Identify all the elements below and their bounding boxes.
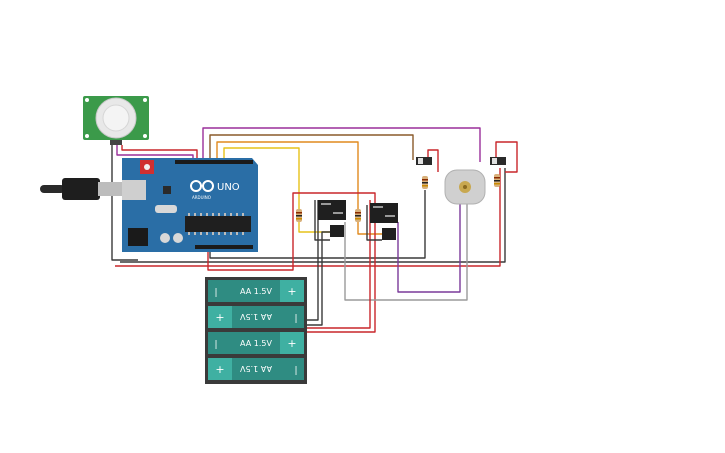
wire-relay-black-left[interactable] xyxy=(314,200,330,241)
pir-mount-hole xyxy=(85,98,89,102)
battery-positive-terminal xyxy=(280,332,304,354)
arduino-crystal xyxy=(155,205,177,213)
resistor-1[interactable] xyxy=(296,209,302,222)
usb-cable[interactable] xyxy=(40,178,122,200)
battery-positive-terminal xyxy=(208,358,232,380)
resistor-2[interactable] xyxy=(355,209,361,222)
arduino-brand-text: ARDUINO xyxy=(192,195,211,200)
analog-header[interactable] xyxy=(195,245,253,249)
minus-icon: | xyxy=(294,314,297,324)
wire-purple-top[interactable] xyxy=(202,127,481,162)
minus-icon: | xyxy=(214,288,217,298)
wire-yellow-2[interactable] xyxy=(298,222,330,233)
arduino-logo-icon xyxy=(190,180,214,192)
reset-icon xyxy=(144,164,150,170)
minus-icon: | xyxy=(294,366,297,376)
arduino-capacitor xyxy=(160,233,170,243)
wire-red-bus[interactable] xyxy=(115,168,501,267)
pir-pins xyxy=(110,140,122,145)
digital-header[interactable] xyxy=(175,160,253,164)
battery-cells: + | AA 1.5V + | AA 1.5V + | AA 1.5V + | AA 1.5V xyxy=(208,280,304,380)
relay-right[interactable] xyxy=(370,203,398,240)
wire-red-left-switch[interactable] xyxy=(427,149,439,172)
resistor-4[interactable] xyxy=(494,174,500,187)
relay-transistor xyxy=(330,225,344,237)
switch-body xyxy=(416,157,432,165)
plus-icon: + xyxy=(215,311,224,324)
usb-connector-icon xyxy=(98,182,122,196)
arduino-capacitor xyxy=(173,233,183,243)
usb-cable-wire xyxy=(40,185,65,193)
relay-transistor xyxy=(382,228,396,240)
switch-right[interactable] xyxy=(490,157,506,165)
pir-mount-hole xyxy=(85,134,89,138)
minus-icon: | xyxy=(214,340,217,350)
wire-black-bus[interactable] xyxy=(120,168,506,263)
resistor-3[interactable] xyxy=(422,176,428,189)
wire-red-loop-left[interactable] xyxy=(207,192,376,333)
battery-cell: + | AA 1.5V xyxy=(208,332,304,354)
pir-mount-hole xyxy=(143,134,147,138)
switch-body xyxy=(490,157,506,165)
chip-pins xyxy=(188,213,244,235)
battery-cell: + | AA 1.5V xyxy=(208,280,304,302)
battery-positive-terminal xyxy=(280,280,304,302)
battery-positive-terminal xyxy=(208,306,232,328)
plus-icon: + xyxy=(287,285,296,298)
plus-icon: + xyxy=(287,337,296,350)
usb-plug xyxy=(62,178,100,200)
battery-cell-label: AA 1.5V xyxy=(240,312,272,321)
wire-relay-black[interactable] xyxy=(366,205,382,241)
plus-icon: + xyxy=(215,363,224,376)
wire-violet[interactable] xyxy=(397,200,461,293)
arduino-logo-text: UNO xyxy=(217,182,240,193)
battery-cell-label: AA 1.5V xyxy=(240,339,272,348)
wire-battery-red[interactable] xyxy=(305,200,371,329)
battery-cell: + | AA 1.5V xyxy=(208,358,304,380)
wire-pir-vcc[interactable] xyxy=(121,145,198,162)
arduino-small-chip xyxy=(163,186,171,194)
wire-yellow[interactable] xyxy=(223,147,300,210)
battery-cell: + | AA 1.5V xyxy=(208,306,304,328)
arduino-power-jack xyxy=(128,228,148,246)
relay-left[interactable] xyxy=(318,200,346,237)
wire-orange[interactable] xyxy=(216,141,359,210)
dc-motor[interactable] xyxy=(444,169,486,205)
pir-mount-hole xyxy=(143,98,147,102)
wires xyxy=(111,127,518,333)
battery-cell-label: AA 1.5V xyxy=(240,287,272,296)
switch-toggle-icon xyxy=(418,158,423,164)
battery-pack[interactable]: + | AA 1.5V + | AA 1.5V + | AA 1.5V + | AA 1.5V xyxy=(205,277,307,384)
battery-cell-label: AA 1.5V xyxy=(240,364,272,373)
wire-red-right-switch[interactable] xyxy=(495,141,518,173)
wire-brown[interactable] xyxy=(209,134,414,160)
pir-motion-sensor[interactable] xyxy=(83,96,149,145)
pir-lens xyxy=(102,104,130,132)
switch-left[interactable] xyxy=(416,157,432,165)
switch-toggle-icon xyxy=(492,158,497,164)
arduino-usb-port xyxy=(122,180,146,200)
wire-battery-black[interactable] xyxy=(305,231,330,326)
atmega-chip xyxy=(185,216,251,232)
arduino-uno-board[interactable]: UNO ARDUINO xyxy=(122,158,258,252)
wire-gray[interactable] xyxy=(344,200,468,301)
wire-orange-2[interactable] xyxy=(357,222,382,235)
